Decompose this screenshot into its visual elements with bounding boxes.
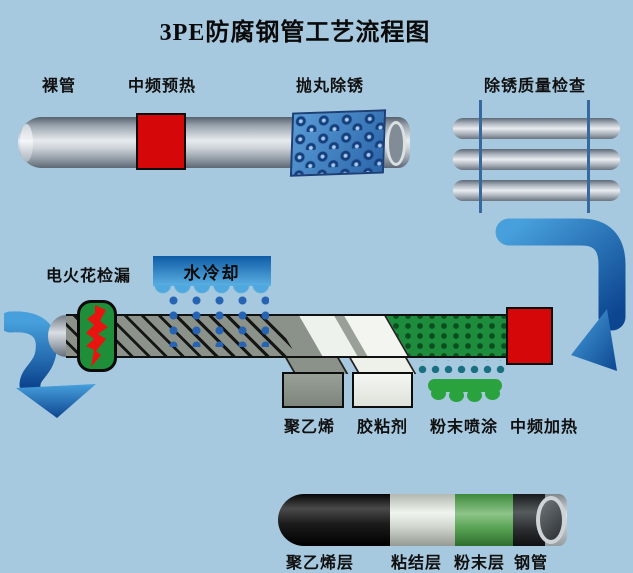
inspection-pipe bbox=[453, 149, 620, 170]
label-mf-preheat: 中频预热 bbox=[128, 78, 197, 95]
water-banner-scallops bbox=[153, 285, 271, 296]
label-quality-check: 除锈质量检查 bbox=[484, 78, 587, 95]
powder-spray-brush-bump bbox=[485, 387, 500, 400]
label-polyethylene: 聚乙烯 bbox=[284, 419, 336, 436]
flow-arrow-right-down-icon bbox=[495, 218, 626, 371]
pipe-end-highlight bbox=[20, 124, 33, 162]
inspection-pipe bbox=[453, 118, 620, 139]
inspection-pipe bbox=[453, 180, 620, 201]
finished-3pe-pipe bbox=[278, 494, 567, 546]
label-mf-heating: 中频加热 bbox=[510, 419, 579, 436]
lightning-icon bbox=[86, 305, 108, 367]
pe-extruder-block bbox=[282, 372, 344, 408]
label-bond-layer: 粘结层 bbox=[391, 555, 443, 572]
page-title: 3PE防腐钢管工艺流程图 bbox=[159, 20, 431, 46]
label-steel-pipe: 钢管 bbox=[514, 555, 549, 572]
powder-spray-brush-bump bbox=[431, 387, 446, 400]
mf-preheater-block bbox=[136, 113, 186, 170]
label-powder-spray: 粉末喷涂 bbox=[430, 419, 499, 436]
flow-arrow-left-down-icon bbox=[4, 311, 96, 418]
label-powder-layer: 粉末层 bbox=[454, 555, 506, 572]
adhesive-extruder-block bbox=[352, 372, 413, 408]
water-spray-dots bbox=[157, 291, 269, 347]
powder-spray-brush bbox=[428, 379, 502, 392]
label-adhesive: 胶粘剂 bbox=[357, 419, 409, 436]
shot-blast-unit bbox=[289, 109, 387, 177]
mf-heater-block bbox=[506, 307, 553, 365]
powder-particle-dots bbox=[414, 360, 506, 373]
label-pe-layer: 聚乙烯层 bbox=[286, 555, 355, 572]
gauge-line bbox=[479, 100, 482, 213]
bond-layer-section bbox=[390, 494, 455, 546]
label-bare-pipe: 裸管 bbox=[42, 78, 77, 95]
water-cooling-banner: 水冷却 bbox=[153, 256, 271, 286]
powder-spray-brush-bump bbox=[467, 389, 482, 402]
gauge-line bbox=[587, 100, 590, 213]
coating-line-pipe bbox=[66, 314, 510, 358]
steel-pipe-open-end bbox=[536, 496, 566, 544]
spark-tester-ring bbox=[77, 300, 117, 372]
powder-spray-brush-bump bbox=[449, 389, 464, 402]
label-water-cooling: 水冷却 bbox=[183, 263, 241, 283]
pipe-open-end bbox=[386, 121, 406, 166]
label-spark-leak-test: 电火花检漏 bbox=[46, 268, 132, 285]
powder-layer-section bbox=[455, 494, 513, 546]
powder-coated-section bbox=[384, 316, 510, 356]
pe-layer-section bbox=[278, 494, 390, 546]
label-shot-blast: 抛丸除锈 bbox=[296, 78, 365, 95]
